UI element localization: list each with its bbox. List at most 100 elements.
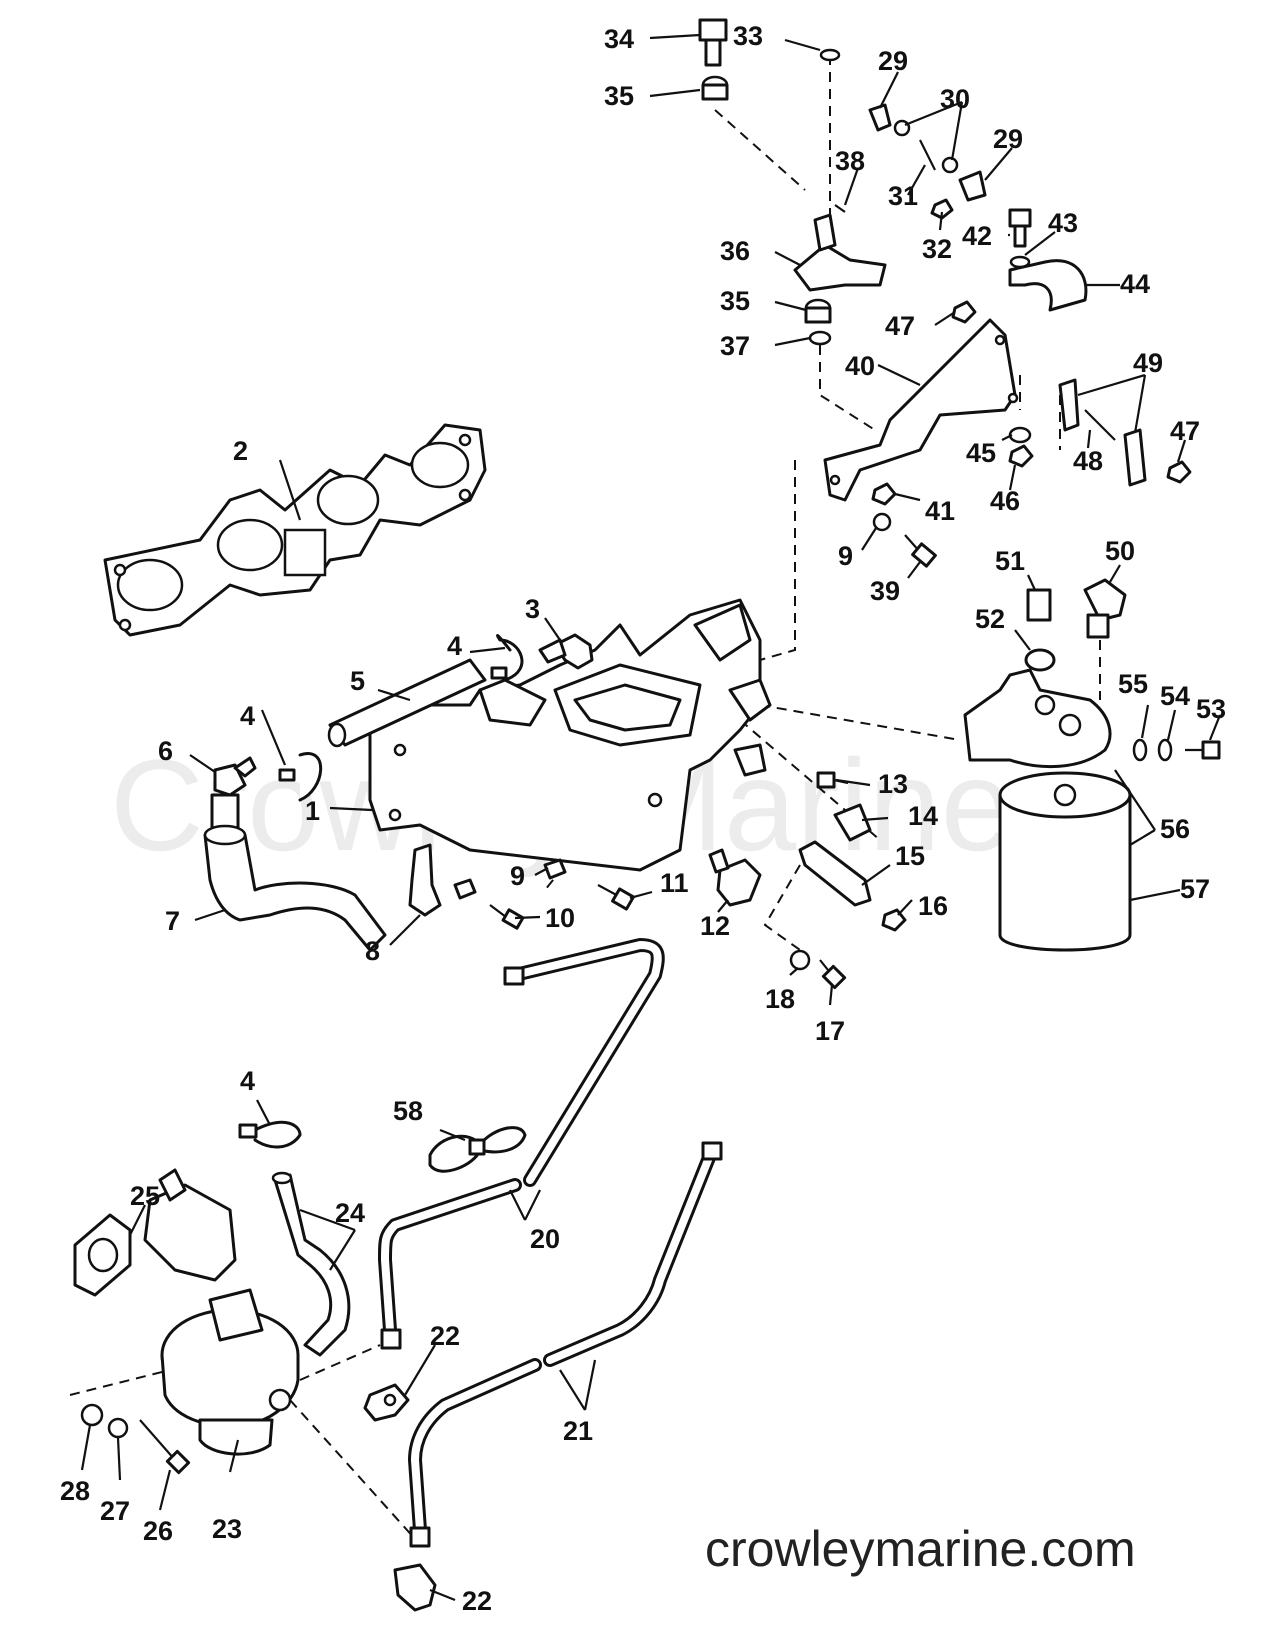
bolt-10 <box>489 904 525 930</box>
callout-20: 20 <box>530 1224 560 1254</box>
molded-hose-7 <box>203 824 387 952</box>
fitting-12 <box>708 848 762 907</box>
hose-clamp-upper <box>490 634 524 682</box>
pin-38 <box>834 204 846 213</box>
hose-24 <box>271 1171 351 1357</box>
nut-16 <box>881 908 907 932</box>
nut-46 <box>1008 444 1034 468</box>
callout-16: 16 <box>918 891 948 921</box>
callout-50: 50 <box>1105 536 1135 566</box>
callout-4-middle: 4 <box>240 701 255 731</box>
filter-clamp-44 <box>1008 259 1088 312</box>
callout-labels: 34 35 33 29 30 29 31 38 32 36 42 43 44 3… <box>60 21 1226 1616</box>
callout-33: 33 <box>733 21 763 51</box>
washer-27 <box>107 1417 129 1439</box>
callout-42: 42 <box>962 221 992 251</box>
washer-45 <box>1008 426 1032 444</box>
fitting-22-upper <box>363 1383 410 1422</box>
callout-32: 32 <box>922 234 952 264</box>
clamp-58 <box>428 1126 527 1173</box>
site-label: crowleymarine.com <box>705 1521 1136 1577</box>
bracket-36 <box>793 213 887 292</box>
washer-9-lower <box>453 878 477 900</box>
callout-47-upper: 47 <box>885 311 915 341</box>
callout-22-lower: 22 <box>462 1586 492 1616</box>
bracket-49-left <box>1058 378 1080 432</box>
intake-manifold <box>368 598 772 872</box>
washer-9-upper <box>872 512 892 532</box>
bushing-35-lower <box>804 298 832 324</box>
bracket-40 <box>823 318 1019 502</box>
callout-48: 48 <box>1073 446 1103 476</box>
callout-40: 40 <box>845 351 875 381</box>
callout-56: 56 <box>1160 814 1190 844</box>
callout-4-lower: 4 <box>240 1066 255 1096</box>
bolt-11 <box>597 884 635 911</box>
fuel-line-20 <box>378 938 665 1350</box>
stud-48 <box>1084 409 1116 441</box>
callout-41: 41 <box>925 496 955 526</box>
elbow-fitting <box>538 633 594 670</box>
fitting-22-lower <box>393 1563 437 1612</box>
callout-43: 43 <box>1048 208 1078 238</box>
callout-39: 39 <box>870 576 900 606</box>
callout-25: 25 <box>130 1181 160 1211</box>
callout-17: 17 <box>815 1016 845 1046</box>
callout-15: 15 <box>895 841 925 871</box>
nut-47-right <box>1166 460 1192 484</box>
callout-35-lower: 35 <box>720 286 750 316</box>
callout-36: 36 <box>720 236 750 266</box>
fuel-filter-57 <box>998 771 1132 952</box>
callout-13: 13 <box>878 769 908 799</box>
washer-55 <box>1132 738 1148 762</box>
bolt-42 <box>1008 208 1032 248</box>
callout-14: 14 <box>908 801 938 831</box>
callout-2: 2 <box>233 436 248 466</box>
callout-10: 10 <box>545 903 575 933</box>
callout-52: 52 <box>975 604 1005 634</box>
washer-37 <box>808 330 832 346</box>
callout-6: 6 <box>158 736 173 766</box>
washer-18 <box>789 949 811 971</box>
callout-1: 1 <box>305 796 320 826</box>
callout-54: 54 <box>1160 681 1190 711</box>
fuel-line-21 <box>408 1141 723 1548</box>
callout-5: 5 <box>350 666 365 696</box>
fitting-29-lower <box>958 170 987 202</box>
callout-3: 3 <box>525 594 540 624</box>
callout-8: 8 <box>365 936 380 966</box>
callout-18: 18 <box>765 984 795 1014</box>
fitting-29-upper <box>868 103 892 132</box>
bushing-35-upper <box>701 75 729 101</box>
callout-22-upper: 22 <box>430 1321 460 1351</box>
callout-29-upper: 29 <box>878 46 908 76</box>
callout-45: 45 <box>966 438 996 468</box>
bracket-49-right <box>1123 428 1147 487</box>
callout-44: 44 <box>1120 269 1150 299</box>
callout-47-right: 47 <box>1170 416 1200 446</box>
washer-28 <box>80 1403 104 1427</box>
pump-gasket-25 <box>73 1213 132 1297</box>
callout-leaders <box>80 33 1222 1602</box>
bolt-26 <box>139 1419 191 1475</box>
elbow-50 <box>1083 578 1127 639</box>
nut-9-lower <box>543 858 567 880</box>
filter-adapter-56 <box>963 668 1112 768</box>
callout-27: 27 <box>100 1496 130 1526</box>
washer-33 <box>819 48 841 62</box>
callout-37: 37 <box>720 331 750 361</box>
callout-7: 7 <box>165 906 180 936</box>
clip-8 <box>408 843 442 917</box>
callout-31: 31 <box>888 181 918 211</box>
callout-58: 58 <box>393 1096 423 1126</box>
bolt-34 <box>698 18 728 67</box>
callout-26: 26 <box>143 1516 173 1546</box>
callout-46: 46 <box>990 486 1020 516</box>
callout-9-upper: 9 <box>838 541 853 571</box>
nut-41 <box>871 482 897 506</box>
nut-32 <box>930 198 954 220</box>
nut-47-upper <box>951 300 977 324</box>
callout-49: 49 <box>1133 348 1163 378</box>
callout-55: 55 <box>1118 669 1148 699</box>
